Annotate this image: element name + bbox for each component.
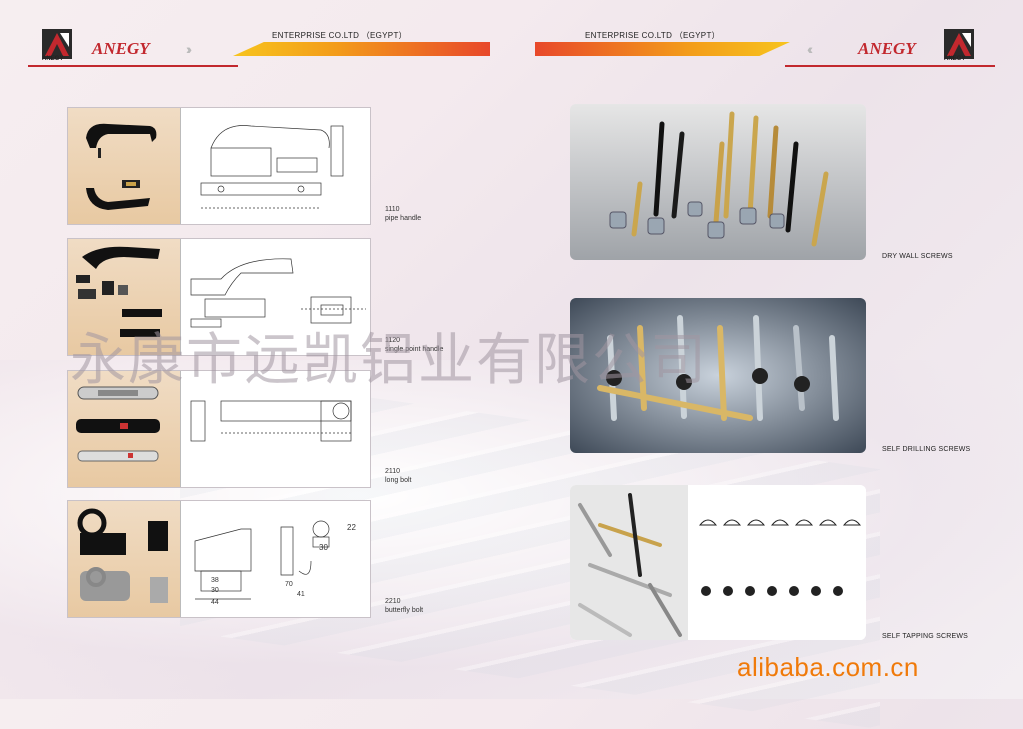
photo-self-drilling-screws bbox=[570, 298, 866, 453]
product-code: 1120 bbox=[385, 337, 401, 344]
brand-name: ANEGY bbox=[858, 39, 916, 58]
anegy-logo-icon bbox=[42, 29, 72, 59]
logo-caption: ANEGY bbox=[944, 56, 966, 62]
photo-dry-wall-screws bbox=[570, 104, 866, 260]
technical-drawing bbox=[181, 371, 370, 487]
product-code: 2110 bbox=[385, 468, 401, 475]
product-label: 1120 single point handle bbox=[385, 336, 443, 354]
dimension-label: 30 bbox=[211, 587, 219, 594]
logo-caption: ANEGY bbox=[42, 56, 64, 62]
header-rule bbox=[28, 65, 238, 67]
dimension-label: 41 bbox=[297, 591, 305, 598]
product-name: long bolt bbox=[385, 477, 412, 484]
product-name: single point handle bbox=[385, 346, 444, 353]
screw-label: SELF TAPPING SCREWS bbox=[882, 633, 969, 640]
product-name: butterfly bolt bbox=[385, 607, 424, 614]
product-photo bbox=[68, 371, 181, 487]
product-card-single-point-handle bbox=[67, 238, 371, 356]
screw-label: SELF DRILLING SCREWS bbox=[882, 446, 971, 453]
product-photo bbox=[68, 108, 181, 224]
technical-drawing bbox=[181, 108, 370, 224]
photo-self-tapping-screws bbox=[570, 485, 866, 640]
product-name: pipe handle bbox=[385, 215, 422, 222]
enterprise-title: ENTERPRISE CO.LTD （EGYPT） bbox=[272, 31, 407, 40]
technical-drawing: 30 22 38 30 44 70 41 bbox=[181, 501, 370, 617]
brand-name: ANEGY bbox=[92, 39, 150, 58]
header-left: ANEGY ANEGY ››› ENTERPRISE CO.LTD （EGYPT… bbox=[28, 25, 490, 75]
header-swoosh bbox=[233, 42, 490, 56]
company-watermark: 永康市远凯铝业有限公司 bbox=[70, 328, 708, 393]
alibaba-site-link[interactable]: alibaba.com.cn bbox=[737, 652, 919, 682]
product-card-long-bolt bbox=[67, 370, 371, 488]
product-card-butterfly-bolt: 30 22 38 30 44 70 41 bbox=[67, 500, 371, 618]
product-label: 2110 long bolt bbox=[385, 467, 411, 485]
technical-drawing bbox=[181, 239, 370, 355]
chevrons-icon: ‹‹‹ bbox=[807, 41, 813, 57]
product-code: 1110 bbox=[385, 206, 400, 213]
header-rule bbox=[785, 65, 995, 67]
product-code: 2210 bbox=[385, 598, 401, 605]
dimension-label: 22 bbox=[347, 523, 356, 532]
screw-label: DRY WALL SCREWS bbox=[882, 253, 953, 260]
product-label: 2210 butterfly bolt bbox=[385, 597, 423, 615]
product-label: 1110 pipe handle bbox=[385, 205, 421, 223]
dimension-label: 44 bbox=[211, 599, 219, 606]
dimension-label: 30 bbox=[319, 543, 328, 552]
header-right: ENTERPRISE CO.LTD （EGYPT） ‹‹‹ ANEGY ANEG… bbox=[535, 25, 995, 75]
product-photo bbox=[68, 239, 181, 355]
product-card-pipe-handle bbox=[67, 107, 371, 225]
chevrons-icon: ››› bbox=[186, 41, 192, 57]
product-photo bbox=[68, 501, 181, 617]
header-swoosh bbox=[535, 42, 790, 56]
anegy-logo-icon bbox=[944, 29, 974, 59]
dimension-label: 38 bbox=[211, 577, 219, 584]
enterprise-title: ENTERPRISE CO.LTD （EGYPT） bbox=[585, 31, 720, 40]
dimension-label: 70 bbox=[285, 581, 293, 588]
